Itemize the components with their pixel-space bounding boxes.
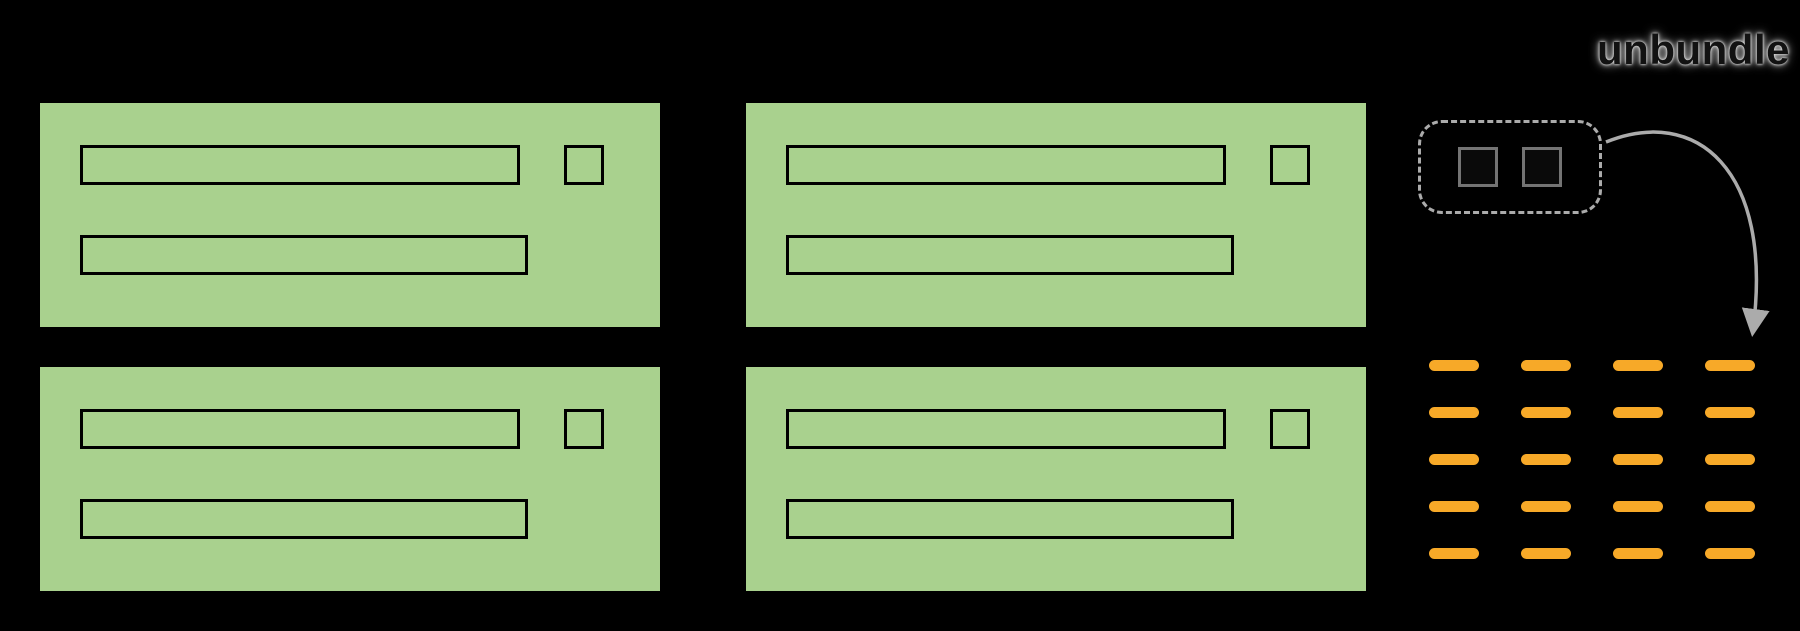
field-bar-bottom xyxy=(80,235,528,275)
token-dash xyxy=(1521,454,1571,465)
record-card-bottom-left xyxy=(40,367,660,591)
checkbox-square xyxy=(1270,145,1310,185)
checkbox-square xyxy=(564,409,604,449)
token-dash xyxy=(1705,454,1755,465)
token-dash xyxy=(1705,407,1755,418)
bundle-square xyxy=(1458,147,1498,187)
bundle-square xyxy=(1522,147,1562,187)
token-dash xyxy=(1521,548,1571,559)
field-bar-bottom xyxy=(80,499,528,539)
field-bar-top xyxy=(786,145,1226,185)
token-dash xyxy=(1705,360,1755,371)
record-card-top-right xyxy=(746,103,1366,327)
token-dash xyxy=(1705,501,1755,512)
token-dash xyxy=(1521,501,1571,512)
token-dash xyxy=(1613,454,1663,465)
field-bar-top xyxy=(80,145,520,185)
token-dash xyxy=(1613,360,1663,371)
checkbox-square xyxy=(1270,409,1310,449)
field-bar-bottom xyxy=(786,499,1234,539)
token-dash xyxy=(1429,501,1479,512)
token-dash xyxy=(1521,360,1571,371)
checkbox-square xyxy=(564,145,604,185)
bundle-box xyxy=(1418,120,1602,214)
token-dash xyxy=(1429,360,1479,371)
token-dash xyxy=(1521,407,1571,418)
record-card-top-left xyxy=(40,103,660,327)
token-dash xyxy=(1429,454,1479,465)
token-dash xyxy=(1705,548,1755,559)
token-dash xyxy=(1429,548,1479,559)
field-bar-bottom xyxy=(786,235,1234,275)
unbundle-label: unbundle xyxy=(1597,26,1790,73)
token-dash xyxy=(1613,407,1663,418)
record-card-bottom-right xyxy=(746,367,1366,591)
token-grid xyxy=(1429,360,1755,559)
field-bar-top xyxy=(786,409,1226,449)
field-bar-top xyxy=(80,409,520,449)
token-dash xyxy=(1613,501,1663,512)
token-dash xyxy=(1613,548,1663,559)
token-dash xyxy=(1429,407,1479,418)
